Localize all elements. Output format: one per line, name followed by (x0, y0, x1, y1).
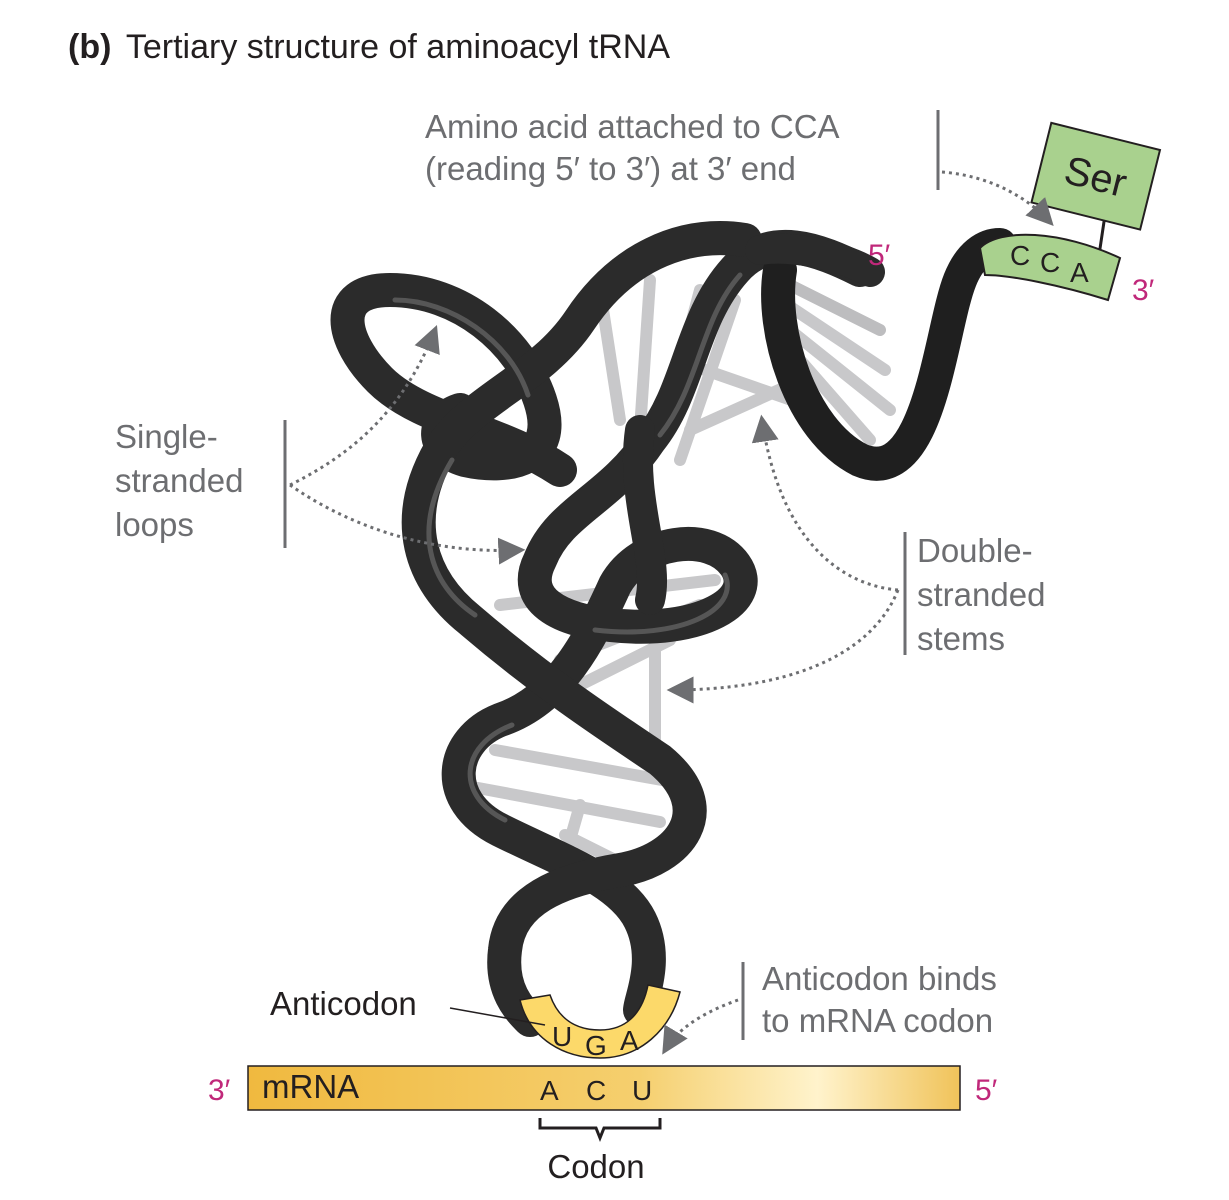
cca-end: C C A (978, 233, 1122, 302)
annotation-arrow (751, 414, 899, 592)
anticodon-group: U G A (519, 984, 681, 1061)
anticodon-base: A (620, 1025, 639, 1056)
base-pair-rung (684, 379, 796, 436)
annotation-arrow (289, 483, 526, 565)
backbone-highlight (467, 722, 515, 823)
anticodon-binds-note-line2: to mRNA codon (762, 1002, 993, 1039)
cca-base: C (1040, 247, 1060, 278)
anticodon-base: U (552, 1021, 572, 1052)
single-stranded-note-line2: stranded (115, 462, 243, 499)
figure-title: (b) Tertiary structure of aminoacyl tRNA (68, 28, 670, 66)
mrna-label: mRNA (262, 1068, 359, 1105)
base-pair-rung (794, 354, 876, 446)
anticodon-binds-annotation: Anticodon binds to mRNA codon (662, 960, 997, 1055)
trna-5-prime-label: 5′ (868, 239, 891, 272)
base-pair-rung (774, 294, 891, 376)
backbone-segment (330, 273, 577, 487)
amino-acid-box (1030, 121, 1162, 231)
cca-base: A (1070, 257, 1089, 288)
mrna-5-prime-label: 5′ (975, 1074, 998, 1107)
amino-acid-note-line2: (reading 5′ to 3′) at 3′ end (425, 150, 796, 187)
cca-base: C (1010, 240, 1030, 271)
codon-base: A (540, 1075, 559, 1106)
annotation-arrow (666, 589, 900, 704)
anticodon-base: G (585, 1030, 607, 1061)
base-pair-rung (472, 782, 666, 828)
mrna-bar (247, 1065, 961, 1111)
figure-part-label: (b) (68, 28, 111, 66)
mrna-3-prime-label: 3′ (208, 1074, 231, 1107)
single-stranded-note-line3: loops (115, 506, 194, 543)
backbone-highlight (657, 272, 743, 438)
base-pair-rung (674, 294, 741, 466)
double-stranded-note-line2: stranded (917, 576, 1045, 613)
backbone-highlight (392, 297, 531, 398)
amino-acid-annotation: Amino acid attached to CCA (reading 5′ t… (425, 108, 1054, 226)
backbone-segment (622, 415, 668, 615)
figure-title-text: Tertiary structure of aminoacyl tRNA (126, 28, 670, 66)
amino-acid-note-line1: Amino acid attached to CCA (425, 108, 840, 145)
single-stranded-annotation: Single- stranded loops (115, 324, 526, 565)
double-stranded-note-line1: Double- (917, 532, 1033, 569)
backbone-segment (401, 221, 762, 1037)
single-stranded-note-line1: Single- (115, 418, 218, 455)
base-pair-rung (784, 324, 896, 416)
backbone-highlights (392, 272, 743, 823)
amino-acid-group: Ser (1030, 121, 1162, 263)
backbone-highlight (426, 457, 478, 618)
annotation-arrow (941, 170, 1054, 226)
double-stranded-annotation: Double- stranded stems (666, 414, 1045, 704)
cca-highlight (978, 233, 1122, 302)
base-pair-rung (634, 274, 656, 436)
backbone-segment (441, 230, 877, 1027)
double-stranded-note-line3: stems (917, 620, 1005, 657)
anticodon-binds-note-line1: Anticodon binds (762, 960, 997, 997)
backbone-segment (745, 233, 885, 287)
trna-backbone (330, 221, 1017, 1037)
codon-base: C (586, 1075, 606, 1106)
codon-brace (538, 1118, 662, 1143)
mrna-group: mRNA A C U 3′ 5′ (208, 1065, 998, 1111)
anticodon-highlight (519, 984, 681, 1059)
anticodon-pointer (449, 1007, 546, 1026)
trna-3-prime-label: 3′ (1132, 274, 1155, 307)
codon-base: U (632, 1075, 652, 1106)
annotation-arrow (289, 324, 440, 487)
backbone-segment (761, 228, 1017, 481)
annotation-arrow (662, 998, 739, 1055)
codon-label: Codon (547, 1148, 644, 1185)
anticodon-label: Anticodon (270, 985, 417, 1022)
backbone-highlight (592, 572, 730, 635)
